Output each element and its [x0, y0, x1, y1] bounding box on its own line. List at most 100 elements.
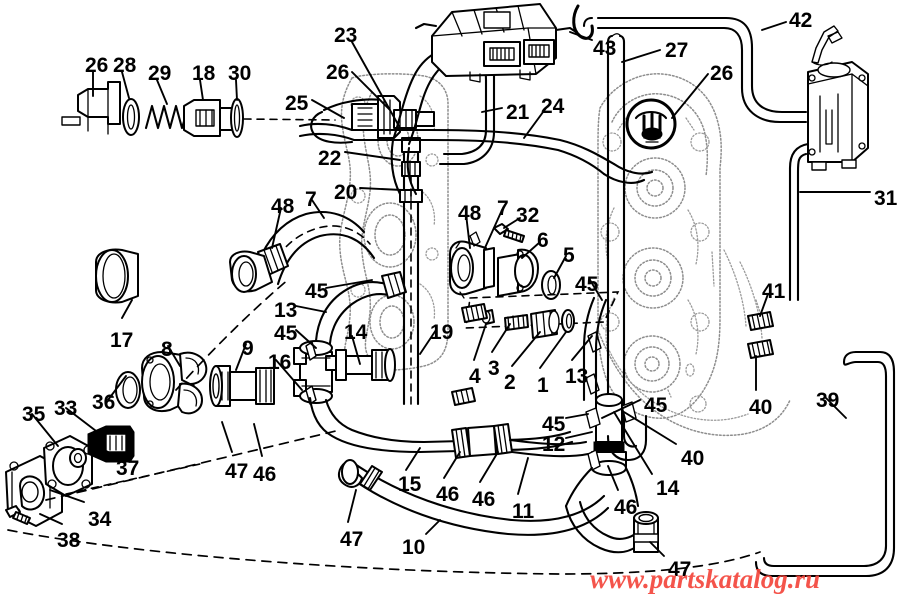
callout-45-right[interactable]: 45: [644, 394, 668, 417]
part-32-bolt: [493, 223, 525, 243]
callout-35-gasket[interactable]: 35: [22, 403, 46, 426]
callout-36-seal[interactable]: 36: [92, 391, 116, 414]
callout-22[interactable]: 22: [318, 147, 342, 170]
callout-33-sensor[interactable]: 33: [54, 397, 78, 420]
callout-31-hose[interactable]: 31: [874, 187, 898, 210]
part-42-hose: [582, 16, 808, 124]
part-3-spring: [504, 314, 529, 331]
callout-28-oring[interactable]: 28: [113, 54, 137, 77]
callout-23[interactable]: 23: [334, 24, 358, 47]
callout-27-tube[interactable]: 27: [665, 39, 689, 62]
part-26-thermostat-cap: [61, 81, 121, 135]
callout-48-clamp-left[interactable]: 48: [271, 195, 295, 218]
callout-40-screw-b[interactable]: 40: [749, 396, 773, 419]
callout-29-spring[interactable]: 29: [148, 62, 172, 85]
part-13-hose-upper: [314, 271, 407, 358]
callout-47-elbow[interactable]: 47: [668, 558, 692, 581]
callout-24-hose[interactable]: 24: [541, 95, 565, 118]
callout-7-hose-left[interactable]: 7: [305, 188, 317, 211]
callout-46-lower[interactable]: 46: [614, 496, 638, 519]
oil-reservoir-tank: [807, 25, 869, 171]
part-9-tube-fitting: [209, 365, 275, 407]
callout-45-hose-upper[interactable]: 45: [305, 280, 329, 303]
callout-47-clamp-b[interactable]: 47: [340, 528, 364, 551]
callout-25-housing[interactable]: 25: [285, 92, 309, 115]
callout-1-oring[interactable]: 1: [537, 374, 549, 397]
callout-5-oring[interactable]: 5: [563, 244, 575, 267]
assembly-axis-thermostat: [243, 118, 336, 121]
callout-10-hose[interactable]: 10: [402, 536, 426, 559]
callout-45-upper-right[interactable]: 45: [575, 273, 599, 296]
part-10-hose-lower: [338, 459, 610, 536]
callout-13-lower[interactable]: 13: [565, 365, 589, 388]
callout-21-hose[interactable]: 21: [506, 101, 530, 124]
callout-30-washer[interactable]: 30: [228, 62, 252, 85]
part-39-hose: [754, 350, 896, 578]
callout-2-valve[interactable]: 2: [504, 371, 516, 394]
part-2-valve-body: [530, 309, 560, 339]
callout-4-plug[interactable]: 4: [469, 365, 481, 388]
callout-16-tee[interactable]: 16: [268, 351, 292, 374]
callout-14-lower[interactable]: 14: [656, 477, 680, 500]
ecu-module: [414, 3, 578, 83]
callout-39-hose[interactable]: 39: [816, 389, 840, 412]
callout-32-bolt[interactable]: 32: [516, 204, 540, 227]
callout-26-thermostat-cap[interactable]: 26: [85, 54, 109, 77]
callout-11-hose[interactable]: 11: [512, 500, 535, 523]
callout-15-hose[interactable]: 15: [398, 473, 422, 496]
callout-3-spring[interactable]: 3: [488, 357, 500, 380]
part-28-oring: [122, 98, 140, 136]
part-5-oring: [541, 270, 561, 300]
callout-8-housing[interactable]: 8: [161, 338, 173, 361]
callout-12-tee[interactable]: 12: [542, 433, 566, 456]
assembly-axis-left-2: [65, 463, 201, 495]
part-26-pressure-fitting: [625, 98, 677, 150]
part-11-hose: [508, 438, 590, 458]
callout-19-dip-tube[interactable]: 19: [430, 321, 454, 344]
callout-13-hose[interactable]: 13: [274, 299, 298, 322]
callout-20-tube[interactable]: 20: [334, 181, 358, 204]
callout-18-thermostat[interactable]: 18: [192, 62, 216, 85]
callout-7-center[interactable]: 7: [497, 197, 509, 220]
assembly-axis-diagonal: [175, 277, 291, 391]
engine-lower-ghost-contour: [597, 249, 791, 437]
part-41-screw-low: [451, 387, 476, 406]
callout-14-tube[interactable]: 14: [344, 321, 368, 344]
part-29-spring: [144, 104, 190, 130]
callout-42-hose[interactable]: 42: [789, 9, 813, 32]
callout-40-screw-a[interactable]: 40: [681, 447, 705, 470]
callout-41-screw[interactable]: 41: [762, 280, 786, 303]
part-24-hose: [298, 122, 654, 184]
callout-9-fitting[interactable]: 9: [242, 337, 254, 360]
callout-34-flange[interactable]: 34: [88, 508, 112, 531]
part-40-screw: [747, 339, 774, 359]
engine-block-silhouette-right: [597, 73, 722, 419]
part-12-lower-tee: [564, 393, 640, 508]
assembly-axis-major: [7, 529, 761, 575]
callout-47-clamp-a[interactable]: 47: [225, 460, 249, 483]
part-48-fitting-center: [449, 231, 495, 299]
callout-26-housing[interactable]: 26: [326, 61, 350, 84]
callout-46-union-c[interactable]: 46: [472, 488, 496, 511]
callout-37-washer[interactable]: 37: [116, 457, 140, 480]
part-17-seal-cup: [95, 248, 139, 304]
callout-48-fitting[interactable]: 48: [458, 202, 482, 225]
callout-6-fitting[interactable]: 6: [537, 229, 549, 252]
part-30-washer: [230, 98, 244, 138]
callout-45-tee[interactable]: 45: [274, 322, 298, 345]
part-6-fitting: [497, 248, 539, 297]
callout-17-seal[interactable]: 17: [110, 329, 134, 352]
part-7-hose-left: [229, 210, 376, 293]
callout-45-lower-tee[interactable]: 45: [542, 413, 566, 436]
callout-46-union-a[interactable]: 46: [253, 463, 277, 486]
site-watermark: www.partskatalog.ru: [590, 564, 821, 594]
part-8-housing: [141, 351, 208, 415]
callout-43-clip[interactable]: 43: [593, 37, 617, 60]
callout-26-fitting[interactable]: 26: [710, 62, 734, 85]
callout-38-bolt[interactable]: 38: [57, 529, 81, 552]
part-14-crossover-tube: [335, 348, 396, 382]
callout-46-union-b[interactable]: 46: [436, 483, 460, 506]
